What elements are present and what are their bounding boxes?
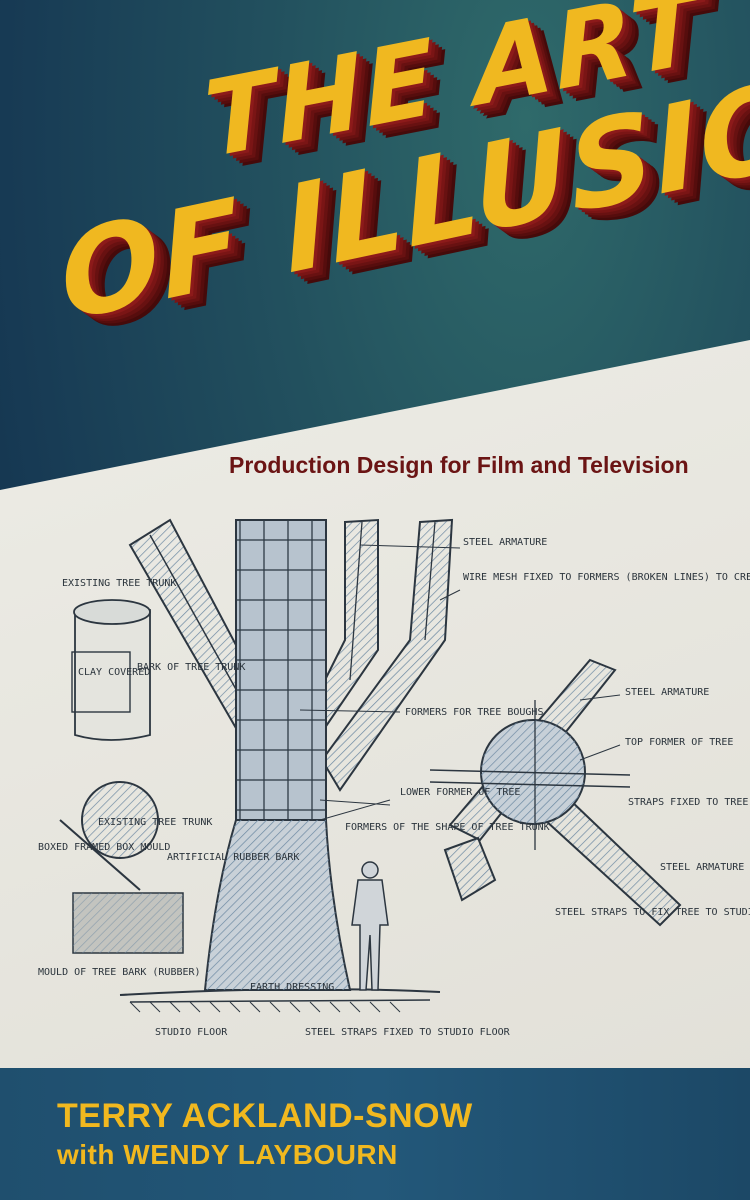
note-19: STUDIO FLOOR	[155, 1027, 228, 1038]
existing-trunk-sketch	[59, 599, 159, 891]
note-7: EXISTING TREE TRUNK	[98, 817, 212, 828]
author-band	[0, 1068, 750, 1200]
note-8: BOXED FRAMED BOX MOULD	[38, 842, 170, 853]
note-16: STEEL ARMATURE	[660, 862, 744, 873]
note-11: FORMERS OF THE SHAPE OF TREE TRUNK	[345, 822, 550, 833]
section-armature-sketch	[429, 658, 682, 927]
note-2-text: WIRE MESH FIXED TO FORMERS (BROKEN LINES…	[463, 572, 750, 583]
bark-mould-sketch	[72, 892, 184, 954]
note-17: STEEL STRAPS TO FIX TREE TO STUDIO FLOOR	[555, 907, 750, 918]
note-4: EXISTING TREE TRUNK	[62, 578, 176, 589]
annotation-leaders	[299, 544, 621, 821]
note-20: STEEL STRAPS FIXED TO STUDIO FLOOR	[305, 1027, 511, 1038]
note-10: MOULD OF TREE BARK (RUBBER)	[38, 967, 201, 978]
human-figure-sketch	[351, 861, 389, 991]
note-12: LOWER FORMER OF TREE	[400, 787, 520, 798]
subtitle: Production Design for Film and Televisio…	[229, 452, 689, 478]
coauthor-name: with WENDY LAYBOURN	[57, 1139, 398, 1170]
sketch-notes: STEEL ARMATURE WIRE MESH FIXED TO FORMER…	[38, 537, 750, 1038]
note-6: BARK OF TREE TRUNK	[137, 662, 245, 673]
author-name: TERRY ACKLAND-SNOW	[57, 1097, 473, 1135]
note-13: STEEL ARMATURE	[625, 687, 709, 698]
note-3: FORMERS FOR TREE BOUGHS	[405, 707, 543, 718]
right-bough-sketch	[319, 518, 454, 792]
note-1: STEEL ARMATURE	[463, 537, 547, 548]
note-15: STRAPS FIXED TO TREE	[628, 797, 748, 808]
tree-trunk-sketch	[203, 519, 352, 991]
note-2: WIRE MESH FIXED TO FORMERS (BROKEN LINES…	[463, 572, 750, 583]
note-18: EARTH DRESSING	[250, 982, 334, 993]
note-9: ARTIFICIAL RUBBER BARK	[167, 852, 299, 863]
note-14: TOP FORMER OF TREE	[625, 737, 733, 748]
note-5: CLAY COVERED	[78, 667, 150, 678]
